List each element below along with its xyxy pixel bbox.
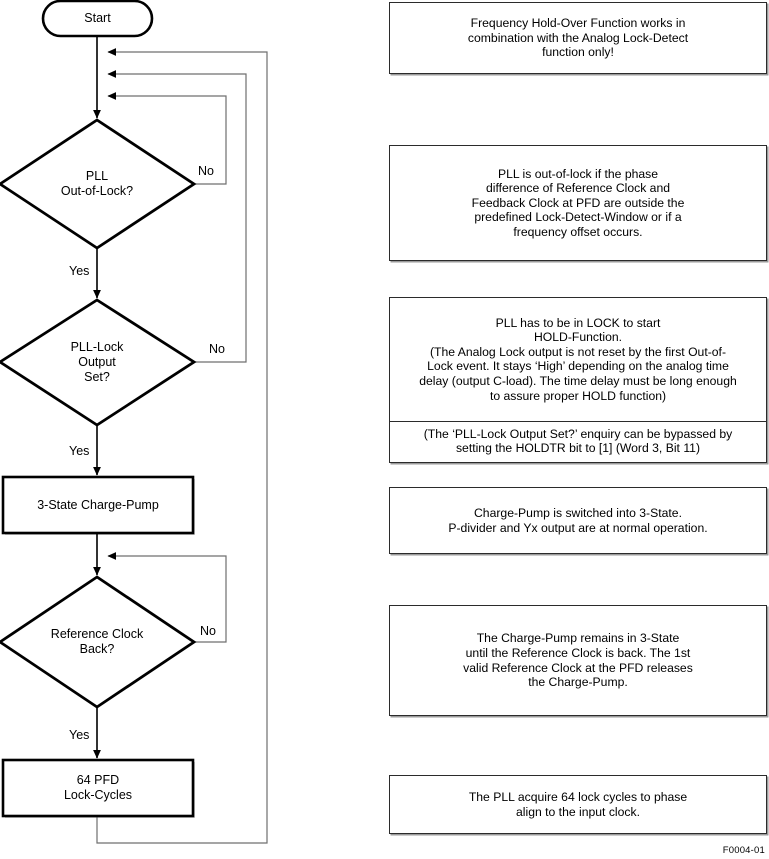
comment-text-hold-over: Frequency Hold-Over Function works in co… [467, 16, 689, 60]
node-start [41, 0, 154, 38]
comment-box-hold-over: Frequency Hold-Over Function works in co… [389, 2, 767, 74]
edge-label-ref-back-no: No [200, 624, 216, 638]
comment-text-out-of-lock: PLL is out-of-lock if the phase differen… [471, 166, 685, 239]
comment-text-lock-cycles: The PLL acquire 64 lock cycles to phase … [468, 789, 688, 819]
node-pll-out-of-lock-label: PLL Out-of-Lock? [60, 169, 134, 198]
connector-lock-output-no-loop [107, 70, 247, 363]
edge-label-out-of-lock-no: No [198, 164, 214, 178]
comment-box-lock-required: PLL has to be in LOCK to start HOLD-Func… [389, 297, 767, 463]
connector-lock-cycles-loop [96, 48, 268, 844]
connector-ref-back-no-loop [107, 552, 227, 643]
comment-text-remains-3state: The Charge-Pump remains in 3-State until… [463, 631, 693, 690]
node-64-pfd-lock-cycles [1, 758, 195, 818]
connector-out-of-lock-no-loop [107, 92, 227, 185]
comment-box-out-of-lock: PLL is out-of-lock if the phase differen… [389, 145, 767, 261]
node-reference-clock-back-label: Reference Clock Back? [50, 627, 144, 656]
comment-box-lock-cycles: The PLL acquire 64 lock cycles to phase … [389, 775, 767, 834]
flowchart-graphic [0, 0, 268, 844]
comment-box-remains-3state: The Charge-Pump remains in 3-State until… [389, 605, 767, 716]
edge-label-ref-back-yes: Yes [69, 728, 90, 742]
node-start-label: Start [84, 11, 111, 25]
edge-label-lock-output-no: No [209, 342, 225, 356]
node-three-state-charge-pump [1, 475, 195, 535]
comment-text-lock-required: PLL has to be in LOCK to start HOLD-Func… [419, 315, 737, 403]
edge-label-lock-output-yes: Yes [69, 444, 90, 458]
comment-text-three-state: Charge-Pump is switched into 3-State. P-… [448, 505, 708, 535]
node-pll-lock-output-set-label: PLL-Lock Output Set? [70, 339, 124, 384]
node-three-state-charge-pump-label: 3-State Charge-Pump [37, 497, 159, 512]
node-64-pfd-lock-cycles-label: 64 PFD Lock-Cycles [63, 773, 133, 802]
figure-id-label: F0004-01 [722, 845, 765, 856]
comment-text-lock-required-footnote: (The ‘PLL-Lock Output Set?’ enquiry can … [423, 426, 733, 456]
comment-box-three-state: Charge-Pump is switched into 3-State. P-… [389, 487, 767, 554]
edge-label-out-of-lock-yes: Yes [69, 264, 90, 278]
